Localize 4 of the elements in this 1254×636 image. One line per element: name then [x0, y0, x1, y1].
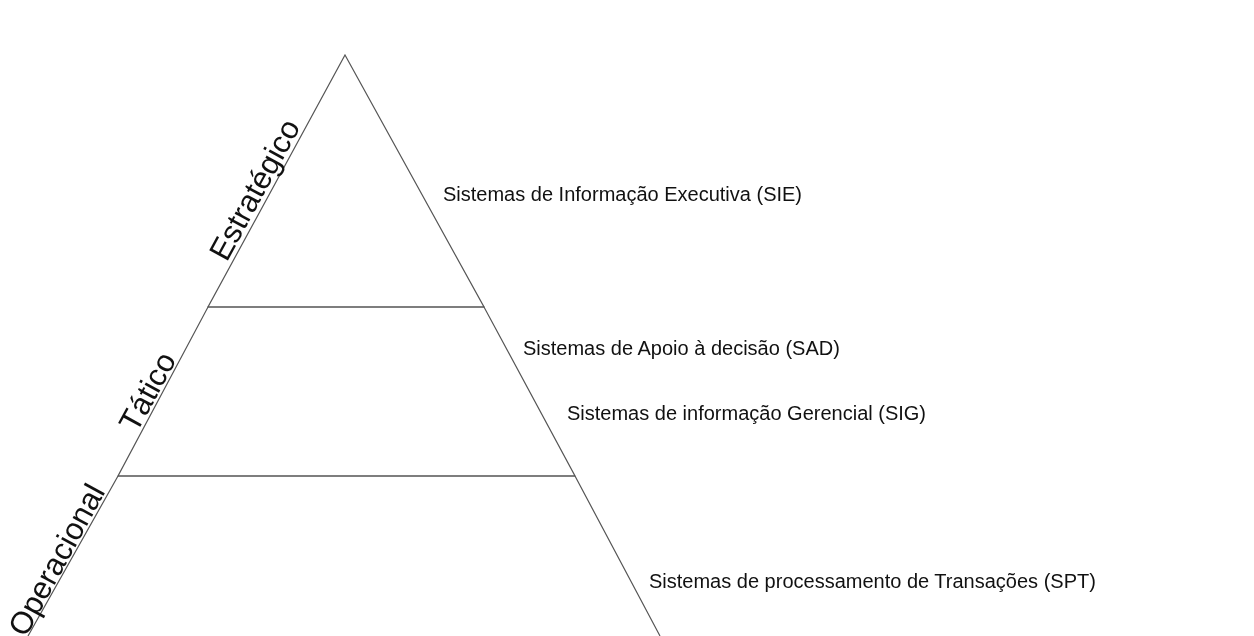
system-label: Sistemas de informação Gerencial (SIG) [567, 402, 927, 425]
system-label: Sistemas de processamento de Transações (SPT) [649, 570, 1096, 593]
system-label: Sistemas de Informação Executiva (SIE) [443, 183, 803, 206]
system-label: Sistemas de Apoio à decisão (SAD) [523, 337, 840, 360]
